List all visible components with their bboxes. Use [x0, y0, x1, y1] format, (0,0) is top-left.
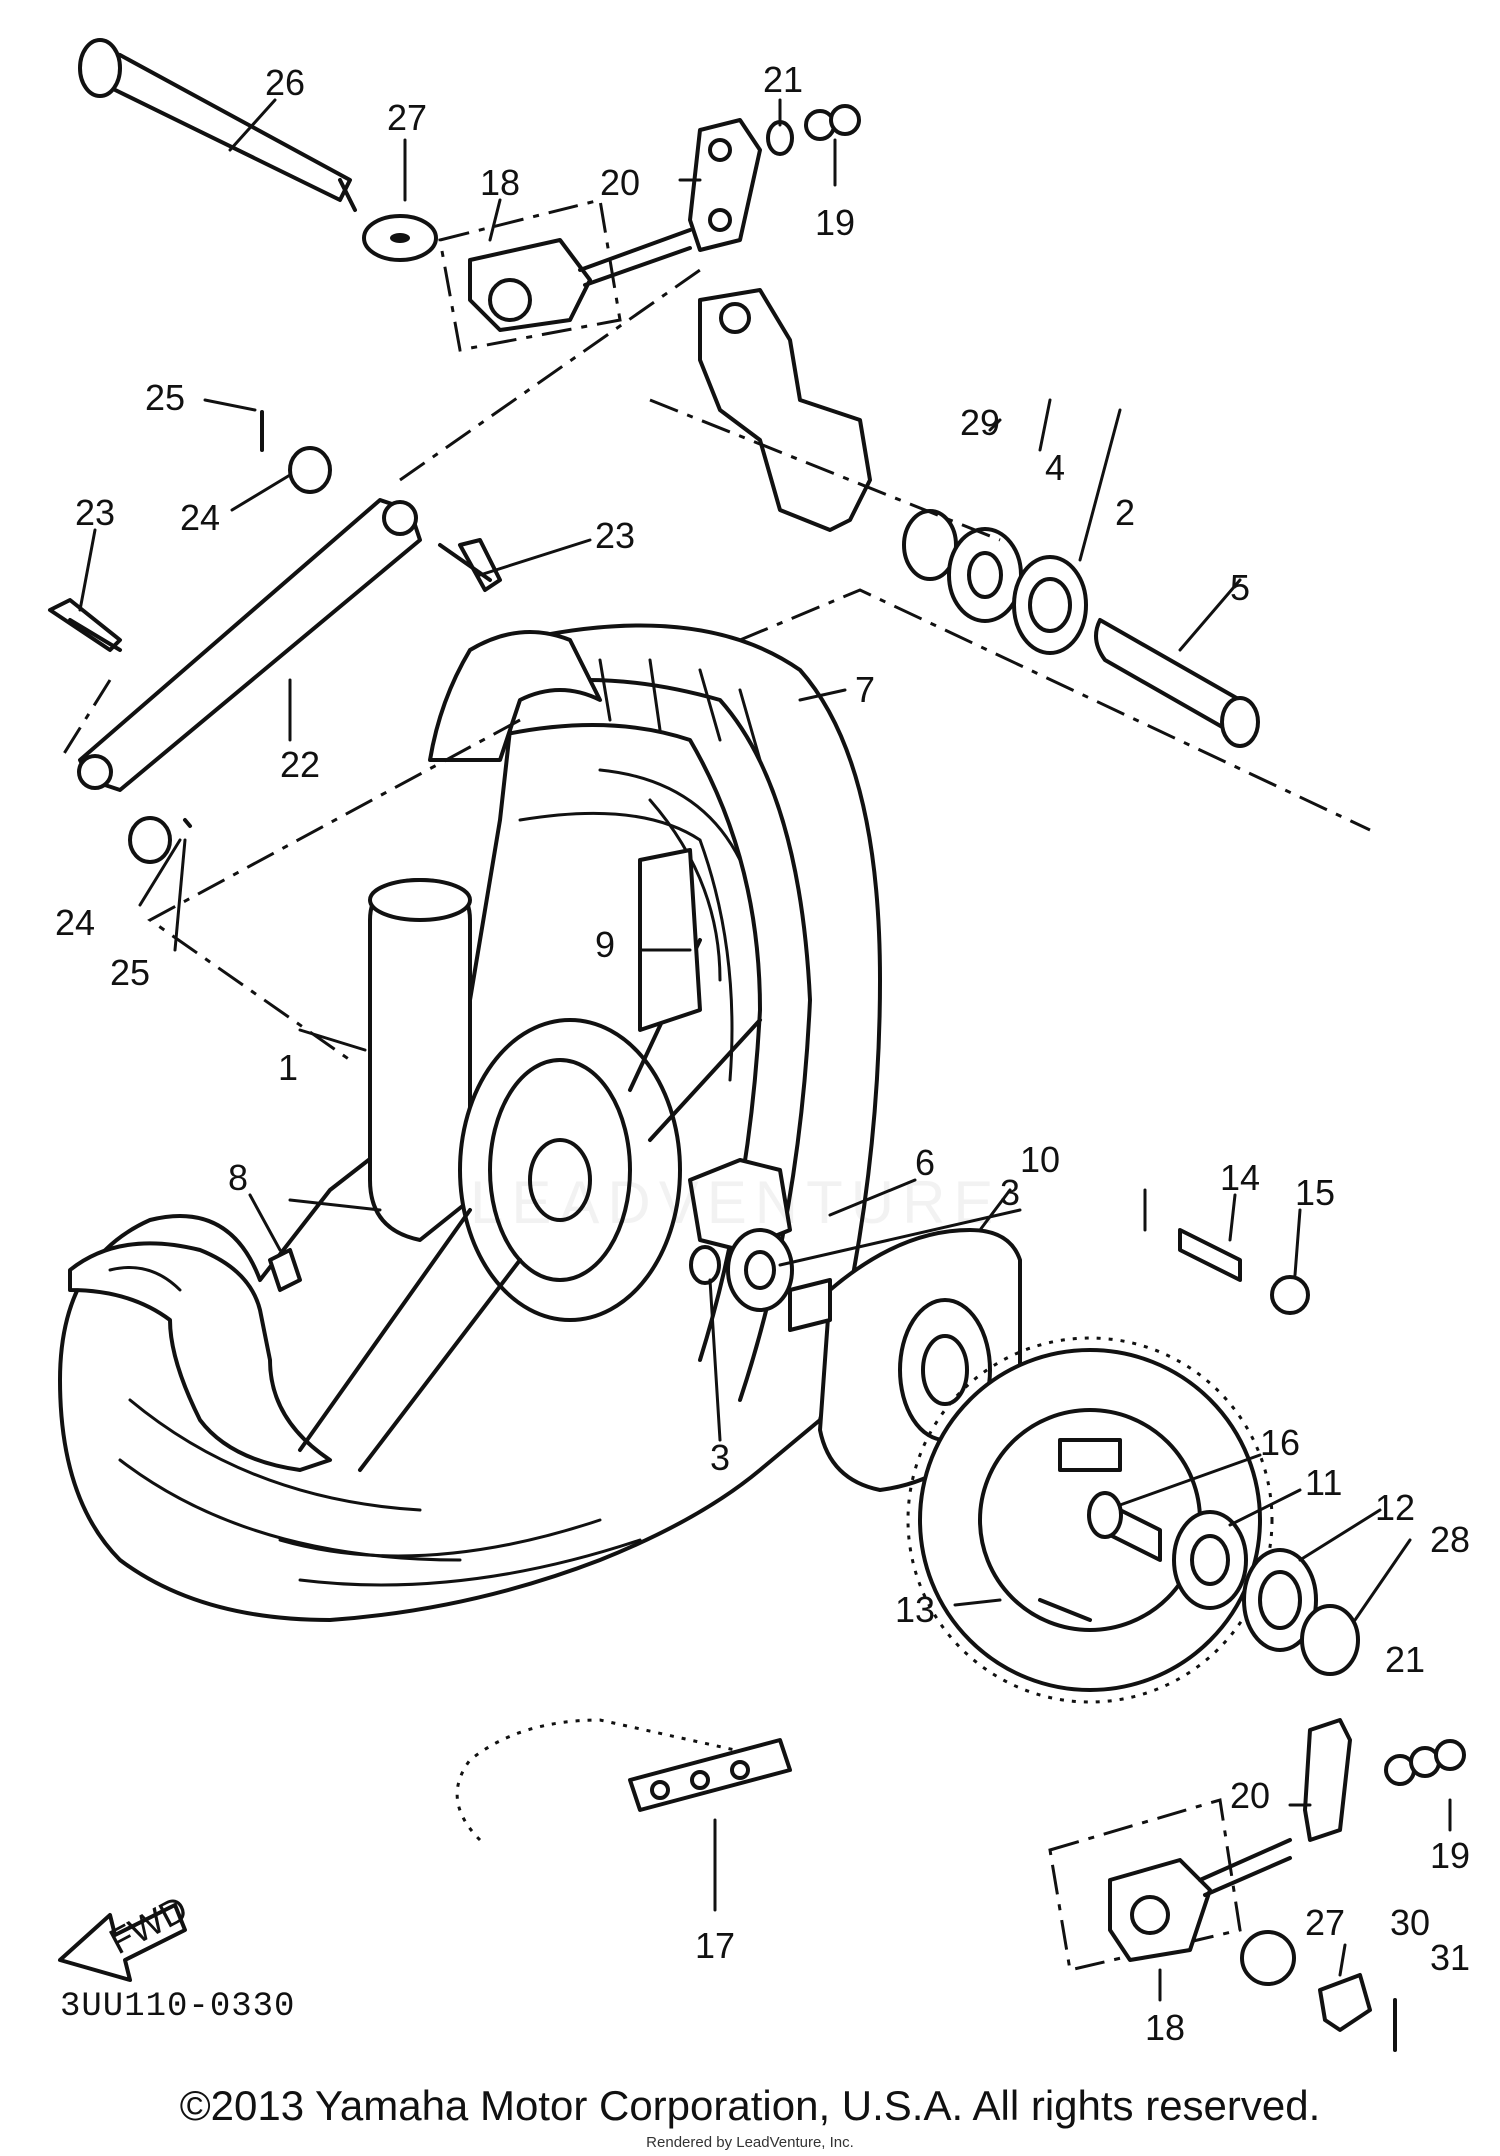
guide-line-axle [739, 588, 1371, 832]
guide-line-hub [147, 718, 521, 1062]
callout-27-top: 27 [387, 97, 427, 138]
watermark: LEADVENTURE [470, 1169, 1002, 1236]
rear-sprocket-drawing [906, 1188, 1360, 1704]
callout-3-lower: 3 [710, 1437, 730, 1478]
callout-31: 31 [1430, 1937, 1470, 1978]
drive-chain-drawing [455, 1718, 792, 1842]
callout-23-left: 23 [75, 492, 115, 533]
callout-12: 12 [1375, 1487, 1415, 1528]
callout-3-upper: 3 [1000, 1172, 1020, 1213]
callout-11: 11 [1305, 1462, 1342, 1503]
callout-24-bottom: 24 [55, 902, 95, 943]
callout-9: 9 [595, 924, 615, 965]
callout-20-bottom: 20 [1230, 1775, 1270, 1816]
callout-2: 2 [1115, 492, 1135, 533]
part-callouts: 26 27 18 20 21 19 25 24 23 23 22 24 25 2… [55, 59, 1470, 2048]
swingarm-bracket-drawing [698, 288, 872, 532]
chain-adjuster-top-drawing [438, 198, 692, 352]
callout-21-bottom: 21 [1385, 1639, 1425, 1680]
callout-30: 30 [1390, 1902, 1430, 1943]
callout-14: 14 [1220, 1157, 1260, 1198]
guide-line-bracket [649, 398, 1001, 542]
callout-20-top: 20 [600, 162, 640, 203]
callout-28: 28 [1430, 1519, 1470, 1560]
adjuster-plate-top-drawing [688, 104, 861, 252]
callout-8: 8 [228, 1157, 248, 1198]
callout-5: 5 [1230, 567, 1250, 608]
callout-25-bottom: 25 [110, 952, 150, 993]
rear-wheel-drawing [58, 623, 882, 1622]
bearing-stack-drawing [902, 509, 1260, 748]
chain-adjuster-bottom-drawing [1048, 1718, 1466, 2052]
callout-16: 16 [1260, 1422, 1300, 1463]
callout-24-top: 24 [180, 497, 220, 538]
callout-6: 6 [915, 1142, 935, 1183]
callout-19-top: 19 [815, 202, 855, 243]
fwd-arrow-label: FWD [103, 1887, 195, 1962]
torque-rod-drawing [48, 268, 701, 864]
callout-7: 7 [855, 669, 875, 710]
callout-17: 17 [695, 1925, 735, 1966]
callout-10: 10 [1020, 1139, 1060, 1180]
callout-1: 1 [278, 1047, 298, 1088]
callout-18-bottom: 18 [1145, 2007, 1185, 2048]
callout-27-bottom: 27 [1305, 1902, 1345, 1943]
render-credit: Rendered by LeadVenture, Inc. [646, 2134, 854, 2151]
callout-29: 29 [960, 402, 1000, 443]
callout-18-top: 18 [480, 162, 520, 203]
leader-lines [78, 98, 1452, 2002]
callout-26: 26 [265, 62, 305, 103]
diagram-code: 3UU110-0330 [60, 1988, 296, 2026]
callout-15: 15 [1295, 1172, 1335, 1213]
copyright-notice: ©2013 Yamaha Motor Corporation, U.S.A. A… [179, 2082, 1321, 2129]
callout-23-right: 23 [595, 515, 635, 556]
forward-direction-arrow: FWD [58, 1887, 195, 1982]
callout-19-bottom: 19 [1430, 1835, 1470, 1876]
callout-4: 4 [1045, 447, 1065, 488]
rear-axle-drawing [78, 38, 438, 262]
callout-13: 13 [895, 1589, 935, 1630]
callout-25-top: 25 [145, 377, 185, 418]
callout-21-top: 21 [763, 59, 803, 100]
callout-22: 22 [280, 744, 320, 785]
